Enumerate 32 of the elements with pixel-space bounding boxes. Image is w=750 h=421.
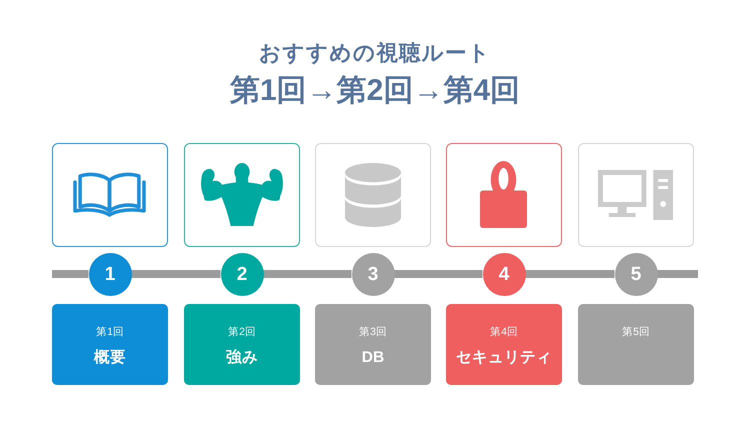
number-circle: 4 bbox=[482, 252, 526, 296]
number-circle: 5 bbox=[614, 252, 658, 296]
timeline-segment bbox=[526, 270, 614, 278]
title: おすすめの視聴ルート bbox=[259, 41, 491, 67]
session-number: 第4回 bbox=[490, 326, 518, 338]
session-number: 第5回 bbox=[622, 326, 650, 338]
timeline-segment bbox=[394, 270, 482, 278]
subtitle: 第1回→第2回→第4回 bbox=[230, 73, 520, 109]
timeline-segment bbox=[52, 270, 88, 278]
session-card bbox=[315, 304, 431, 385]
session-number: 第1回 bbox=[96, 326, 124, 338]
timeline-segment bbox=[658, 270, 698, 278]
session-title: セキュリティ bbox=[456, 349, 552, 368]
session-card bbox=[184, 304, 300, 385]
session-card bbox=[578, 304, 694, 385]
session-number: 第2回 bbox=[228, 326, 256, 338]
session-title: DB bbox=[362, 349, 384, 368]
session-title: 強み bbox=[226, 349, 258, 368]
number-circle: 2 bbox=[220, 252, 264, 296]
icon-box bbox=[446, 143, 562, 247]
icon-box bbox=[315, 143, 431, 247]
number-circle: 3 bbox=[352, 252, 394, 296]
timeline-segment bbox=[132, 270, 220, 278]
session-number: 第3回 bbox=[359, 326, 387, 338]
timeline-segment bbox=[264, 270, 352, 278]
icon-box bbox=[52, 143, 168, 247]
number-circle: 1 bbox=[88, 252, 132, 296]
session-card bbox=[52, 304, 168, 385]
icon-box bbox=[578, 143, 694, 247]
icon-box bbox=[184, 143, 300, 247]
session-title: 概要 bbox=[94, 349, 126, 368]
session-card bbox=[446, 304, 562, 385]
